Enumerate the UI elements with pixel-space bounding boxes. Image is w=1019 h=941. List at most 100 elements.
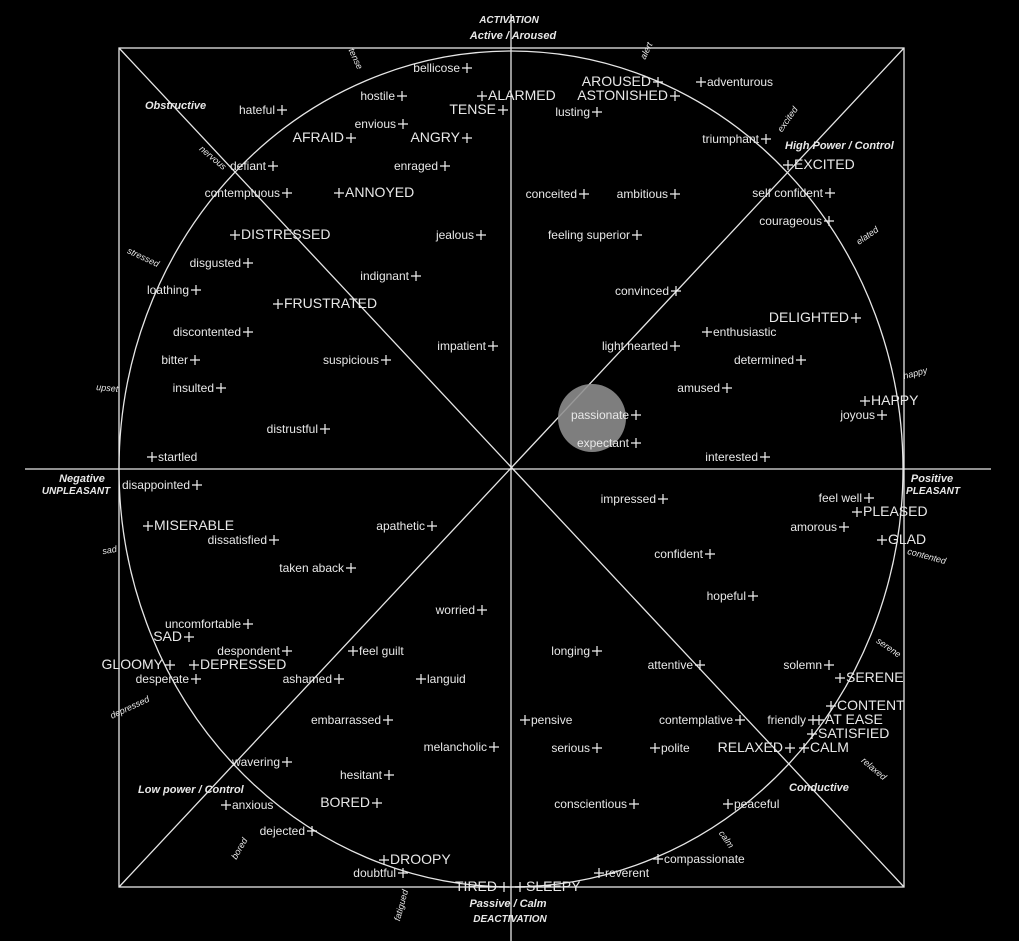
bottom-axis-label: Passive / Calm	[469, 898, 546, 910]
plus-marker-icon	[658, 494, 668, 504]
plus-marker-icon	[670, 91, 680, 101]
emotion-item-disgusted: disgusted	[190, 256, 253, 270]
emotion-label-excited: EXCITED	[794, 156, 855, 172]
cursor-highlight	[558, 384, 626, 452]
emotion-label-impressed: impressed	[601, 492, 656, 506]
plus-marker-icon	[860, 396, 870, 406]
emotion-label-courageous: courageous	[759, 214, 822, 228]
emotion-item-compassionate: compassionate	[653, 852, 745, 866]
emotion-label-passionate: passionate	[571, 408, 629, 422]
emotion-item-miserable: MISERABLE	[143, 517, 234, 533]
left-axis-label: Negative	[59, 473, 105, 485]
emotion-label-hostile: hostile	[360, 89, 395, 103]
plus-marker-icon	[189, 660, 199, 670]
emotion-item-satisfied: SATISFIED	[807, 725, 889, 741]
emotion-item-bitter: bitter	[161, 353, 200, 367]
emotion-item-feel-guilt: feel guilt	[348, 644, 404, 658]
plus-marker-icon	[515, 882, 525, 892]
emotion-item-contemplative: contemplative	[659, 713, 745, 727]
emotion-item-loathing: loathing	[147, 283, 201, 297]
plus-marker-icon	[799, 743, 809, 753]
emotion-label-enraged: enraged	[394, 159, 438, 173]
emotion-item-uncomfortable: uncomfortable	[165, 617, 253, 631]
emotion-label-compassionate: compassionate	[664, 852, 745, 866]
emotion-label-joyous: joyous	[839, 408, 875, 422]
left-axis-small-label: UNPLEASANT	[42, 486, 111, 497]
plus-marker-icon	[348, 646, 358, 656]
emotion-label-conscientious: conscientious	[554, 797, 627, 811]
emotion-label-wavering: wavering	[231, 755, 280, 769]
plus-marker-icon	[398, 119, 408, 129]
plus-marker-icon	[427, 521, 437, 531]
plus-marker-icon	[670, 341, 680, 351]
emotion-label-insulted: insulted	[173, 381, 214, 395]
emotion-item-attentive: attentive	[648, 658, 705, 672]
emotion-item-excited: EXCITED	[783, 156, 855, 172]
emotion-label-impatient: impatient	[437, 339, 486, 353]
emotion-label-disgusted: disgusted	[190, 256, 241, 270]
plus-marker-icon	[398, 868, 408, 878]
emotion-item-afraid: AFRAID	[293, 129, 356, 145]
plus-marker-icon	[477, 605, 487, 615]
emotion-item-self-confident: self confident	[752, 186, 835, 200]
plus-marker-icon	[334, 188, 344, 198]
emotion-label-despondent: despondent	[217, 644, 280, 658]
emotion-item-doubtful: doubtful	[353, 866, 408, 880]
emotion-item-taken-aback: taken aback	[279, 561, 356, 575]
emotion-item-dissatisfied: dissatisfied	[208, 533, 279, 547]
plus-marker-icon	[334, 674, 344, 684]
emotion-label-delighted: DELIGHTED	[769, 309, 849, 325]
emotion-item-happy: HAPPY	[860, 392, 919, 408]
plus-marker-icon	[269, 535, 279, 545]
emotion-item-calm: CALM	[799, 739, 849, 755]
plus-marker-icon	[594, 868, 604, 878]
emotion-label-startled: startled	[158, 450, 197, 464]
emotion-label-astonished: ASTONISHED	[577, 87, 668, 103]
emotion-item-hateful: hateful	[239, 103, 287, 117]
emotion-item-delighted: DELIGHTED	[769, 309, 861, 325]
plus-marker-icon	[411, 271, 421, 281]
emotion-item-feel-well: feel well	[819, 491, 874, 505]
plus-marker-icon	[702, 327, 712, 337]
emotion-item-distrustful: distrustful	[267, 422, 330, 436]
emotion-item-joyous: joyous	[839, 408, 887, 422]
emotion-item-depressed: DEPRESSED	[189, 656, 286, 672]
plus-marker-icon	[143, 521, 153, 531]
emotion-label-convinced: convinced	[615, 284, 669, 298]
emotion-label-friendly: friendly	[767, 713, 806, 727]
plus-marker-icon	[462, 133, 472, 143]
emotion-item-feeling-superior: feeling superior	[548, 228, 642, 242]
plus-marker-icon	[761, 134, 771, 144]
plus-marker-icon	[796, 355, 806, 365]
plus-marker-icon	[462, 63, 472, 73]
emotion-item-hopeful: hopeful	[707, 589, 758, 603]
emotion-item-impatient: impatient	[437, 339, 498, 353]
emotion-item-pleased: PLEASED	[852, 503, 928, 519]
emotion-item-at-ease: AT EASE	[814, 711, 883, 727]
emotion-item-amused: amused	[677, 381, 732, 395]
emotion-item-peaceful: peaceful	[723, 797, 779, 811]
emotion-item-melancholic: melancholic	[424, 740, 499, 754]
emotion-item-contemptuous: contemptuous	[205, 186, 292, 200]
emotion-item-despondent: despondent	[217, 644, 292, 658]
plus-marker-icon	[735, 715, 745, 725]
emotion-item-confident: confident	[654, 547, 715, 561]
emotion-label-languid: languid	[427, 672, 466, 686]
plus-marker-icon	[824, 660, 834, 670]
emotion-label-triumphant: triumphant	[702, 132, 759, 146]
emotion-item-light-hearted: light hearted	[602, 339, 680, 353]
emotion-label-light-hearted: light hearted	[602, 339, 668, 353]
emotion-item-serious: serious	[551, 741, 602, 755]
emotion-label-solemn: solemn	[783, 658, 822, 672]
plus-marker-icon	[814, 715, 824, 725]
emotion-item-enthusiastic: enthusiastic	[702, 325, 776, 339]
plus-marker-icon	[520, 715, 530, 725]
plus-marker-icon	[384, 770, 394, 780]
emotion-item-frustrated: FRUSTRATED	[273, 295, 377, 311]
rim-label-upset: upset	[96, 382, 119, 394]
plus-marker-icon	[416, 674, 426, 684]
emotion-label-feel-well: feel well	[819, 491, 862, 505]
emotion-item-bored: BORED	[320, 794, 382, 810]
plus-marker-icon	[650, 743, 660, 753]
emotion-item-ashamed: ashamed	[283, 672, 344, 686]
